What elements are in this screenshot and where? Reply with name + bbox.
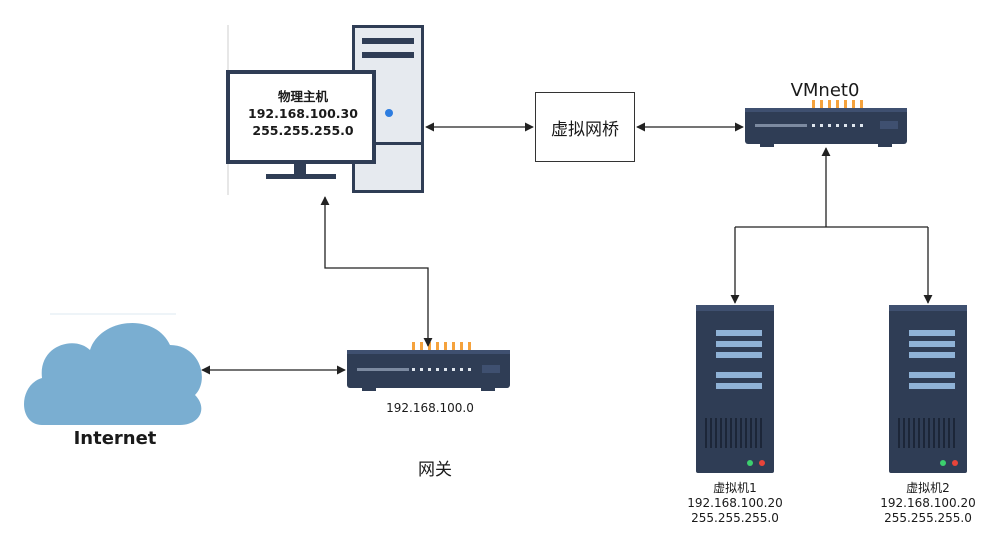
- vm1-mask: 255.255.255.0: [691, 511, 779, 525]
- vmnet-switch-icon: [745, 100, 907, 147]
- vm1-ip: 192.168.100.20: [687, 496, 783, 510]
- vm1-name: 虚拟机1: [713, 481, 757, 495]
- pc-mask: 255.255.255.0: [252, 123, 354, 138]
- vmnet-label: VMnet0: [790, 80, 860, 101]
- vm2-name: 虚拟机2: [906, 481, 950, 495]
- pc-title: 物理主机: [277, 89, 328, 104]
- gateway-ip: 192.168.100.0: [386, 401, 474, 415]
- vm1-server-icon: [696, 305, 774, 473]
- gateway-pc-connector: [320, 196, 433, 347]
- vm1-info: 虚拟机1 192.168.100.20 255.255.255.0: [680, 481, 790, 526]
- pc-info: 物理主机 192.168.100.30 255.255.255.0: [233, 88, 373, 139]
- vm2-server-icon: [889, 305, 967, 473]
- internet-label: Internet: [73, 428, 157, 449]
- pc-ip: 192.168.100.30: [248, 106, 358, 121]
- bridge-label: 虚拟网桥: [551, 119, 619, 140]
- bridge-node: 虚拟网桥: [535, 92, 635, 162]
- monitor-icon: [226, 70, 393, 179]
- gateway-label: 网关: [418, 460, 452, 480]
- gateway-router-icon: [347, 342, 510, 391]
- vm2-info: 虚拟机2 192.168.100.20 255.255.255.0: [873, 481, 983, 526]
- vm2-mask: 255.255.255.0: [884, 511, 972, 525]
- cloud-icon: [24, 313, 202, 425]
- vm2-ip: 192.168.100.20: [880, 496, 976, 510]
